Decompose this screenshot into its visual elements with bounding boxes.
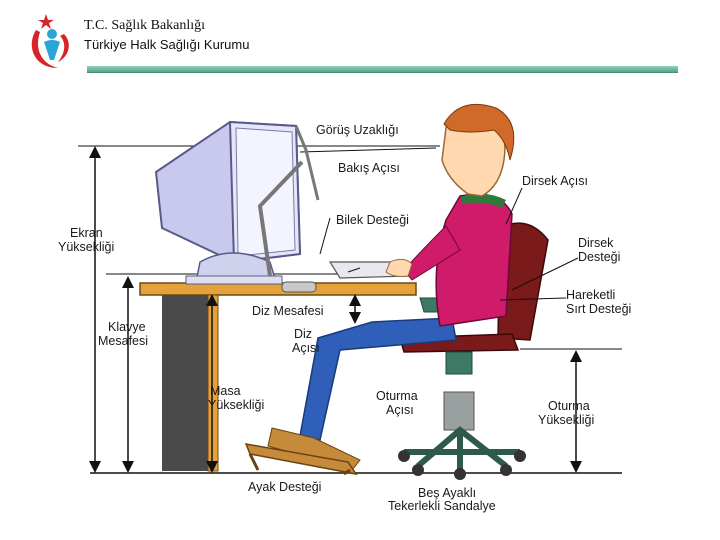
label-keyboard-distance-line2: Mesafesi (98, 334, 148, 348)
label-knee-clearance: Diz Mesafesi (252, 304, 324, 318)
label-elbow-angle: Dirsek Açısı (522, 174, 588, 188)
label-desk-height-line2: Yüksekliği (208, 398, 264, 412)
label-keyboard-distance-line1: Klavye (108, 320, 146, 334)
label-movable-back-line2: Sırt Desteği (566, 302, 631, 316)
slide-header: T.C. Sağlık Bakanlığı Türkiye Halk Sağlı… (0, 0, 720, 80)
monitor (154, 120, 302, 285)
leader-lines (319, 187, 579, 301)
label-movable-back-line1: Hareketli (566, 288, 615, 302)
label-knee-angle-line2: Açısı (292, 341, 320, 355)
label-seat-height-line1: Oturma (548, 399, 590, 413)
org-name-line2: Türkiye Halk Sağlığı Kurumu (84, 37, 250, 52)
ministry-logo (31, 14, 69, 68)
label-screen-height-line1: Ekran (70, 226, 103, 240)
label-seat-angle-line2: Açısı (386, 403, 414, 417)
label-viewing-angle: Bakış Açısı (338, 161, 400, 175)
label-elbow-support-line1: Dirsek (578, 236, 614, 250)
label-seat-angle-line1: Oturma (376, 389, 418, 403)
desk (139, 282, 417, 472)
org-name-line1: T.C. Sağlık Bakanlığı (84, 18, 206, 33)
label-seat-height-line2: Yüksekliği (538, 413, 594, 427)
label-viewing-distance: Görüş Uzaklığı (316, 123, 399, 137)
label-five-leg-chair-line1: Beş Ayaklı (418, 486, 476, 500)
footrest (244, 443, 358, 476)
label-footrest: Ayak Desteği (248, 480, 321, 494)
label-desk-height-line1: Masa (210, 384, 241, 398)
label-elbow-support-line2: Desteği (578, 250, 620, 264)
viewing-angle-line (299, 147, 437, 153)
monitor-arm (257, 125, 320, 277)
label-knee-angle-line1: Diz (294, 327, 312, 341)
label-wrist-support: Bilek Desteği (336, 213, 409, 227)
person (267, 103, 515, 471)
dimension-arrows (89, 146, 582, 473)
label-five-leg-chair-line2: Tekerlekli Sandalye (388, 499, 496, 513)
header-divider (87, 66, 678, 73)
label-screen-height-line2: Yüksekliği (58, 240, 114, 254)
